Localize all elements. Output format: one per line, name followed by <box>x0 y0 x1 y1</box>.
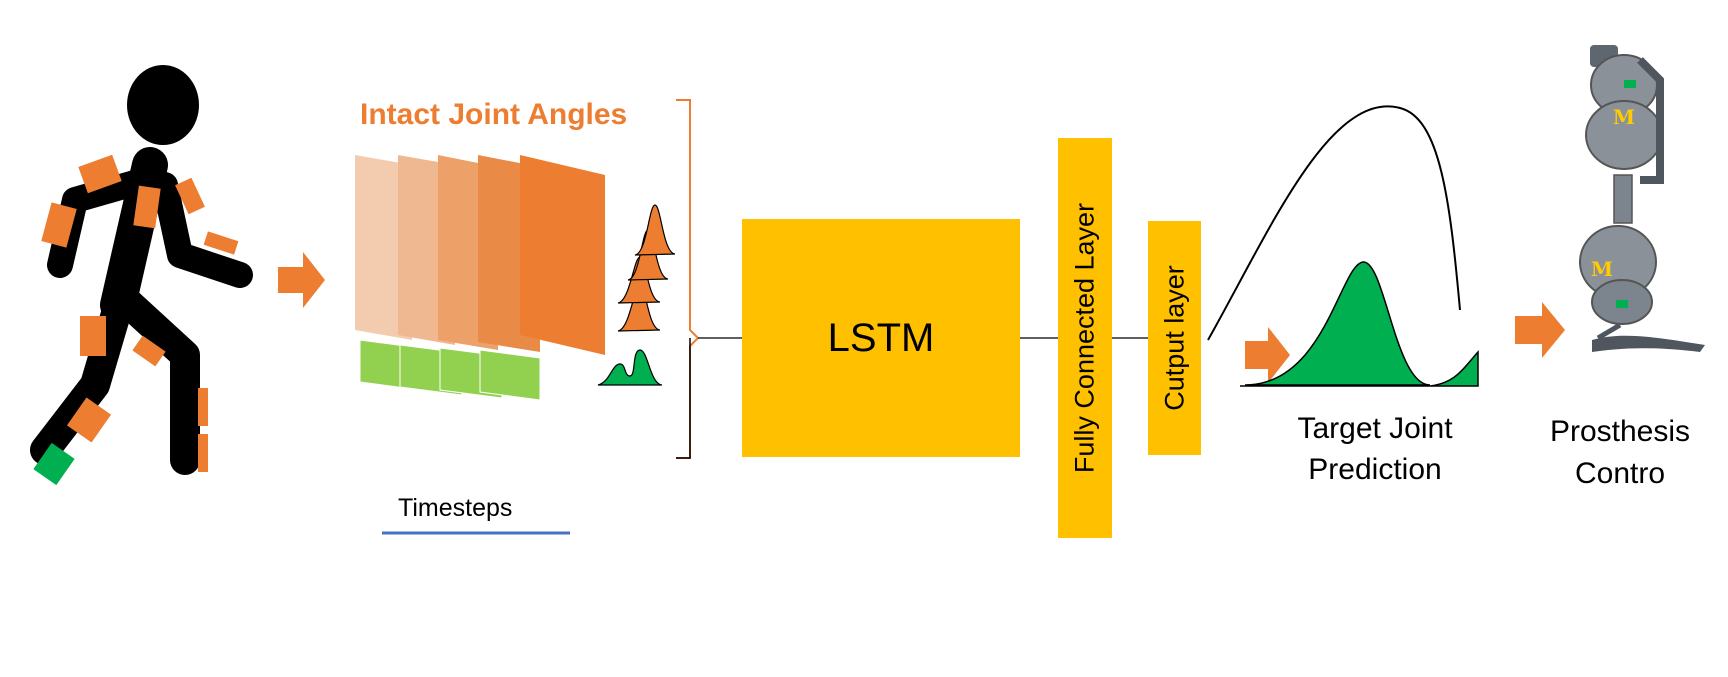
prediction-curve <box>1207 105 1479 387</box>
green-frames <box>359 339 541 401</box>
output-layer-block: Cutput layer <box>1148 221 1201 455</box>
arrow-icon <box>1515 302 1565 358</box>
arrow-icon <box>1245 327 1290 383</box>
prediction-label: Prediction <box>1308 453 1442 486</box>
intact-joint-angles-title: Intact Joint Angles <box>360 98 628 131</box>
timesteps-label: Timesteps <box>398 494 513 522</box>
fully-connected-layer-block: Fully Connected Layer <box>1058 138 1112 538</box>
target-joint-label: Target Joint <box>1297 412 1453 445</box>
prosthesis-icon <box>1579 45 1705 352</box>
logo-letter: M <box>1591 257 1613 281</box>
logo-letter: M <box>1613 105 1635 129</box>
bracket <box>676 99 700 459</box>
walking-person-icon <box>30 65 253 486</box>
prosthesis-label: Prosthesis <box>1549 415 1691 448</box>
arrow-icon <box>278 252 325 308</box>
control-label: Contro <box>1574 457 1666 490</box>
lstm-label: LSTM <box>827 315 935 360</box>
joint-angle-frames <box>355 155 605 355</box>
lstm-block: LSTM <box>742 219 1020 457</box>
output-layer-label: Cutput layer <box>1159 265 1189 411</box>
fully-connected-layer-label: Fully Connected Layer <box>1069 202 1100 474</box>
small-distribution-icons <box>597 204 676 386</box>
